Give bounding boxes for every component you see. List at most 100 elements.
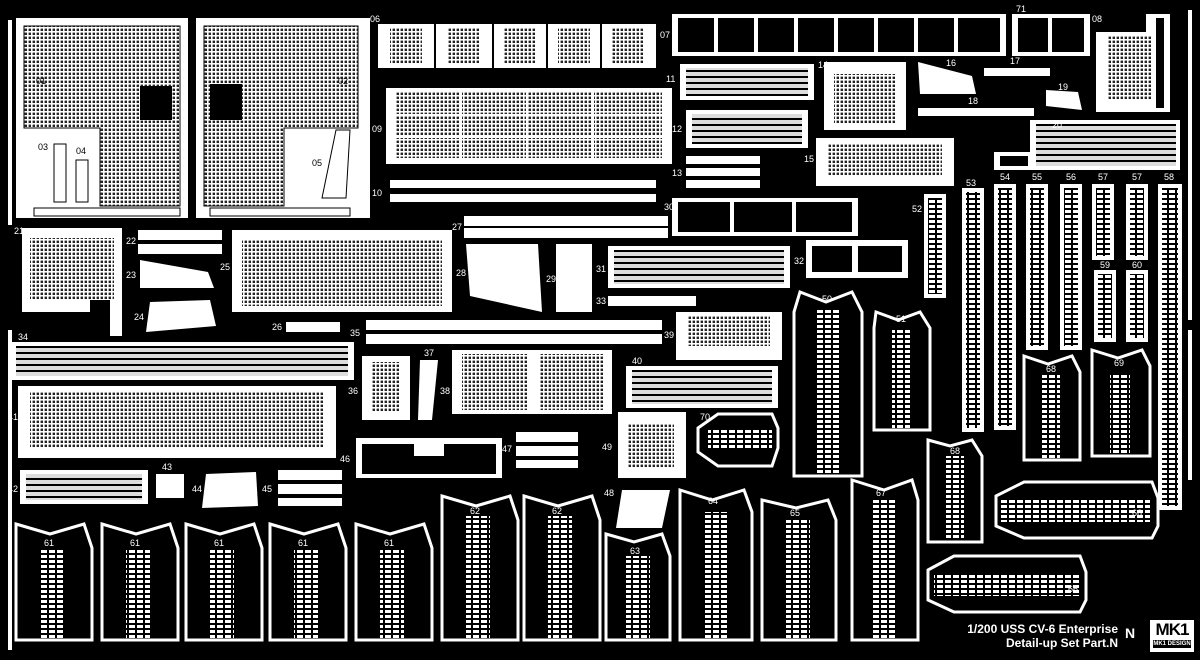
- label-62a: 62: [470, 506, 480, 516]
- label-07: 07: [660, 30, 670, 40]
- label-30: 30: [664, 202, 674, 212]
- label-16: 16: [946, 58, 956, 68]
- label-61d: 61: [298, 538, 308, 548]
- label-33: 33: [596, 296, 606, 306]
- part-02: [196, 18, 370, 218]
- logo-sub: MK1 DESIGN: [1153, 640, 1191, 648]
- part-40: [626, 366, 778, 408]
- label-47: 47: [502, 444, 512, 454]
- label-71: 71: [1016, 4, 1026, 14]
- parts-22-24: [138, 230, 222, 332]
- part-39: [676, 312, 782, 360]
- parts-43-47: [156, 432, 578, 508]
- label-26: 26: [272, 322, 282, 332]
- scale-title: 1/200 USS CV-6 Enterprise: [967, 622, 1118, 636]
- label-46: 46: [340, 454, 350, 464]
- part-49: [618, 412, 686, 478]
- label-04: 04: [76, 146, 86, 156]
- label-31: 31: [596, 264, 606, 274]
- label-52: 52: [912, 204, 922, 214]
- fret-frame: [8, 10, 1192, 650]
- label-38: 38: [440, 386, 450, 396]
- label-36: 36: [348, 386, 358, 396]
- label-69: 69: [1114, 358, 1124, 368]
- part-10: [390, 180, 656, 202]
- part-46: [356, 438, 502, 478]
- part-08b: [1096, 14, 1170, 112]
- part-06-row: [378, 24, 656, 68]
- label-61e: 61: [384, 538, 394, 548]
- label-68b: 68: [950, 446, 960, 456]
- label-66b: 66: [1068, 584, 1078, 594]
- label-54: 54: [1000, 172, 1010, 182]
- part-13: [686, 156, 760, 188]
- label-08: 08: [1092, 14, 1102, 24]
- label-56: 56: [1066, 172, 1076, 182]
- label-63: 63: [630, 546, 640, 556]
- label-40: 40: [632, 356, 642, 366]
- label-10: 10: [372, 188, 382, 198]
- part-08: [1012, 14, 1090, 56]
- part-20: [994, 120, 1180, 170]
- label-32: 32: [794, 256, 804, 266]
- label-57a: 57: [1098, 172, 1108, 182]
- part-30: [672, 198, 858, 236]
- label-61c: 61: [214, 538, 224, 548]
- label-06: 06: [370, 14, 380, 24]
- label-34: 34: [18, 332, 28, 342]
- part-36: [362, 356, 410, 420]
- part-48: [616, 490, 670, 528]
- part-14: [824, 62, 906, 130]
- label-29: 29: [546, 274, 556, 284]
- label-25: 25: [220, 262, 230, 272]
- label-53: 53: [966, 178, 976, 188]
- part-numbers: 01 02 03 04 05 06 07 08 09 10 11 12 13 1…: [8, 4, 1174, 594]
- label-17: 17: [1010, 56, 1020, 66]
- label-68a: 68: [1046, 364, 1056, 374]
- part-32: [806, 240, 908, 278]
- parts-16-19: [918, 62, 1082, 116]
- label-35: 35: [350, 328, 360, 338]
- boat-ladders: [40, 310, 1150, 638]
- part-21: [22, 228, 122, 336]
- label-67: 67: [876, 488, 886, 498]
- label-22: 22: [126, 236, 136, 246]
- logo-main: MK1: [1155, 620, 1190, 639]
- label-18: 18: [968, 96, 978, 106]
- label-62b: 62: [552, 506, 562, 516]
- set-subtitle: Detail-up Set Part.N: [1005, 636, 1118, 650]
- label-58: 58: [1164, 172, 1174, 182]
- label-28: 28: [456, 268, 466, 278]
- label-64: 64: [708, 496, 718, 506]
- label-51: 51: [896, 314, 906, 324]
- label-57b: 57: [1132, 172, 1142, 182]
- part-letter: N: [1125, 625, 1136, 641]
- label-13: 13: [672, 168, 682, 178]
- label-50: 50: [822, 294, 832, 304]
- part-41: [18, 386, 336, 458]
- part-01: [16, 18, 188, 218]
- label-09: 09: [372, 124, 382, 134]
- label-48: 48: [604, 488, 614, 498]
- part-37-38: [418, 350, 612, 420]
- label-24: 24: [134, 312, 144, 322]
- label-01: 01: [36, 76, 46, 86]
- part-09: [386, 88, 672, 164]
- label-55: 55: [1032, 172, 1042, 182]
- label-37: 37: [424, 348, 434, 358]
- label-15: 15: [804, 154, 814, 164]
- label-39: 39: [664, 330, 674, 340]
- parts-26-33: [286, 216, 696, 332]
- label-12: 12: [672, 124, 682, 134]
- label-65: 65: [790, 508, 800, 518]
- part-31: [608, 246, 790, 288]
- label-44: 44: [192, 484, 202, 494]
- part-42: [20, 470, 148, 504]
- label-23: 23: [126, 270, 136, 280]
- label-59: 59: [1100, 260, 1110, 270]
- label-11: 11: [666, 74, 675, 84]
- product-title: 1/200 USS CV-6 Enterprise Detail-up Set …: [967, 622, 1118, 650]
- part-15: [816, 138, 954, 186]
